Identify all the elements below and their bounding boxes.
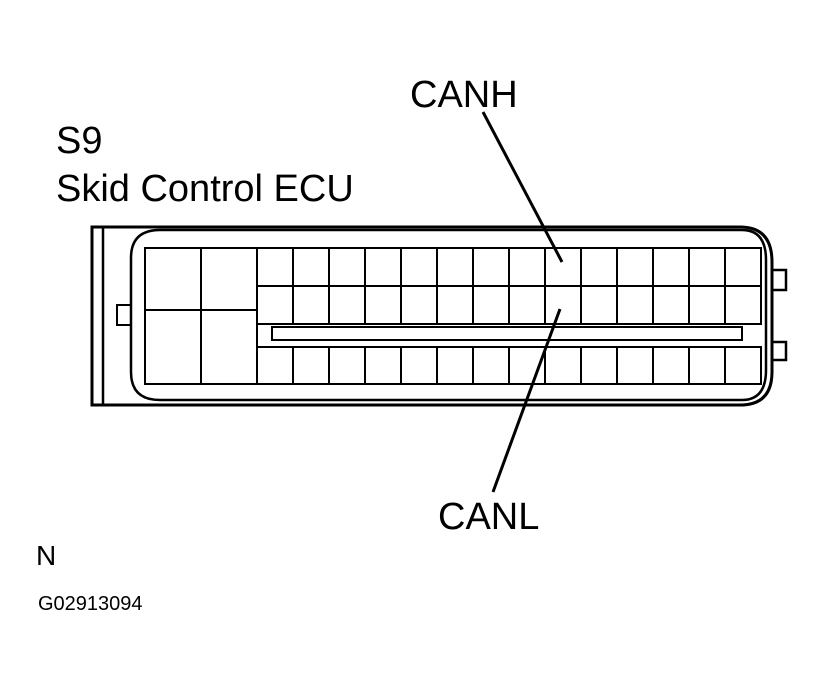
terminal-large-4 [200, 309, 258, 385]
center-slot [271, 326, 743, 341]
pin-cavity-bottom-2 [292, 346, 330, 385]
pin-cavity-middle-9 [544, 285, 582, 325]
pin-cavity-top-13 [688, 247, 726, 287]
pin-cavity-bottom-1 [256, 346, 294, 385]
terminal-large-3 [144, 309, 202, 385]
pin-cavity-middle-3 [328, 285, 366, 325]
pin-cavity-bottom-6 [436, 346, 474, 385]
pin-cavity-middle-14 [724, 285, 762, 325]
pin-cavity-top-10 [580, 247, 618, 287]
pin-cavity-bottom-10 [580, 346, 618, 385]
terminal-large-2 [200, 247, 258, 311]
pin-cavity-top-6 [436, 247, 474, 287]
pin-cavity-top-12 [652, 247, 690, 287]
figure-id: G02913094 [38, 593, 143, 615]
view-letter: N [36, 540, 57, 571]
pin-cavity-middle-7 [472, 285, 510, 325]
pin-cavity-top-8 [508, 247, 546, 287]
connector-housing [90, 225, 774, 407]
pin-cavity-middle-6 [436, 285, 474, 325]
pin-cavity-middle-10 [580, 285, 618, 325]
canh-leader-line [481, 111, 564, 263]
pin-cavity-bottom-4 [364, 346, 402, 385]
pin-cavity-bottom-9 [544, 346, 582, 385]
left-latch [116, 304, 132, 326]
pin-cavity-bottom-11 [616, 346, 654, 385]
right-latch-bottom [772, 340, 788, 362]
connector-code: S9 [56, 120, 103, 162]
pin-cavity-bottom-3 [328, 346, 366, 385]
canl-leader-line [491, 308, 562, 493]
pin-cavity-top-7 [472, 247, 510, 287]
pin-cavity-middle-13 [688, 285, 726, 325]
pin-cavity-top-5 [400, 247, 438, 287]
pin-cavity-bottom-5 [400, 346, 438, 385]
terminal-large-1 [144, 247, 202, 311]
pin-cavity-middle-8 [508, 285, 546, 325]
pin-cavity-middle-11 [616, 285, 654, 325]
pin-cavity-top-11 [616, 247, 654, 287]
pin-cavity-middle-12 [652, 285, 690, 325]
pin-cavity-middle-4 [364, 285, 402, 325]
pin-cavity-top-4 [364, 247, 402, 287]
pin-grid [256, 247, 762, 385]
connector-name: Skid Control ECU [56, 168, 354, 210]
pin-cavity-top-3 [328, 247, 366, 287]
right-latch-top [772, 268, 788, 292]
pin-cavity-top-14 [724, 247, 762, 287]
pin-cavity-top-2 [292, 247, 330, 287]
pin-label-canl: CANL [438, 496, 540, 538]
pin-label-canh: CANH [410, 74, 518, 116]
pin-cavity-bottom-13 [688, 346, 726, 385]
pin-cavity-bottom-12 [652, 346, 690, 385]
connector-face [129, 228, 768, 402]
pin-cavity-top-1 [256, 247, 294, 287]
pin-cavity-middle-5 [400, 285, 438, 325]
pin-cavity-middle-1 [256, 285, 294, 325]
pin-cavity-middle-2 [292, 285, 330, 325]
pin-cavity-top-9 [544, 247, 582, 287]
pin-cavity-bottom-7 [472, 346, 510, 385]
pin-cavity-bottom-14 [724, 346, 762, 385]
